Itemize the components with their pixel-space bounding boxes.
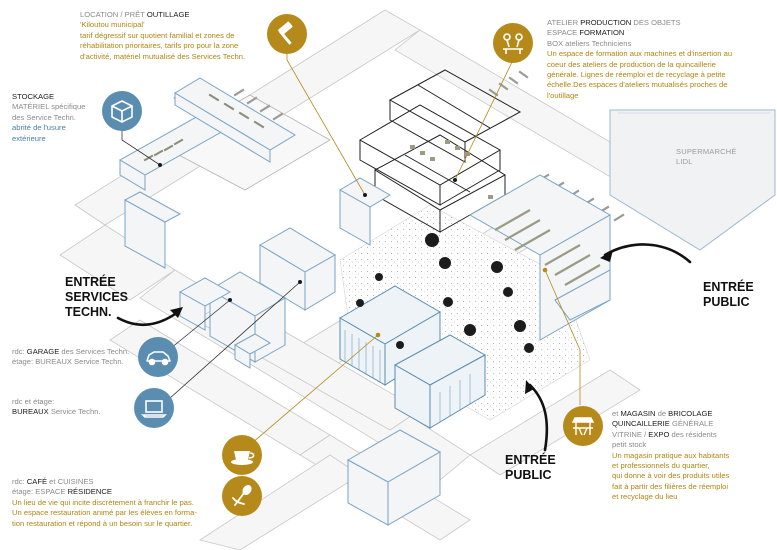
plaza-trees <box>356 233 534 353</box>
text-line: échelle.Des espaces d'ateliers mutualisé… <box>547 80 728 90</box>
text-line: générale. Lignes de réemploi et de recyc… <box>547 70 726 80</box>
text-line: et recyclage du lieu <box>612 492 678 502</box>
label-rdc: rdc: <box>12 477 27 486</box>
text-service: Service Techn. <box>48 407 101 417</box>
text-line: abrité de l'usure <box>12 123 66 133</box>
entry-label: PUBLIC <box>505 468 552 482</box>
entry-label: PUBLIC <box>703 295 750 309</box>
label-objets: DES OBJETS <box>631 18 681 27</box>
entry-label: TECHN. <box>65 305 112 319</box>
bottom-building <box>346 429 442 526</box>
middle-wing <box>339 177 391 246</box>
label-de: de <box>655 409 669 418</box>
entry-label: ENTRÉE <box>65 275 116 289</box>
label-garage: GARAGE <box>26 347 60 356</box>
label-bureaux: BUREAUX <box>12 407 49 417</box>
label-cafe: CAFÉ <box>26 477 48 486</box>
text-line: Un espace restauration animé par les élè… <box>12 508 197 518</box>
label-formation: FORMATION <box>579 28 625 38</box>
entry-label: ENTRÉE <box>505 453 556 467</box>
text-line: BOX ateliers Techniciens <box>547 38 632 48</box>
text-services: des Services Techn. <box>59 347 130 356</box>
laptop-icon <box>134 388 174 428</box>
label-generale: GÉNÉRALE <box>669 419 714 429</box>
text-line: et professionnels du quartier, <box>612 461 710 471</box>
entry-public-east: ENTRÉE PUBLIC <box>703 280 754 310</box>
label-production: PRODUCTION <box>580 18 632 27</box>
text-supermarche: SUPERMARCHÉ <box>676 147 737 156</box>
text-line: extérieure <box>12 133 46 143</box>
text-line: étage: BUREAUX Service Techn. <box>12 357 124 367</box>
spoon-icon <box>222 476 262 516</box>
text-line: réhabilitation prioritaires, tarifs pro … <box>80 41 239 51</box>
entry-label: ENTRÉE <box>703 280 754 294</box>
text-line: qui donne à voir des produits utiles <box>612 471 730 481</box>
text-line: tion restauration et répond à un besoin … <box>12 518 193 528</box>
storage-racks <box>143 93 265 162</box>
text-kiloutou: 'Kiloutou municipal' <box>80 20 145 30</box>
annotation-stockage: STOCKAGE MATÉRIEL spécifique des Service… <box>12 92 102 144</box>
annotation-garage: rdc: GARAGE des Services Techn. étage: B… <box>12 347 152 368</box>
text-line: l'outillage <box>547 90 579 100</box>
label-outillage: OUTILLAGE <box>146 10 190 19</box>
store-wing <box>468 174 612 341</box>
workshop-icon <box>493 23 533 63</box>
text-line: Un magasin pratique aux habitants <box>612 450 730 460</box>
label-residence: RÉSIDENCE <box>67 487 112 497</box>
label-espace: ESPACE <box>547 28 580 38</box>
label-atelier: ATELIER <box>547 18 581 27</box>
text-lidl: LIDL <box>676 157 693 166</box>
text-line: Un espace de formation aux machines et d… <box>547 49 733 59</box>
text-line: des Service Techn. <box>12 112 77 122</box>
text-line: petit stock <box>612 440 647 450</box>
car-icon <box>138 337 178 377</box>
entry-services-techn: ENTRÉE SERVICES TECHN. <box>65 275 128 320</box>
annotation-cafe: rdc: CAFÉ et CUISINES étage: ESPACE RÉSI… <box>12 477 242 529</box>
label-stockage: STOCKAGE <box>12 92 55 101</box>
store-shelves <box>494 209 601 286</box>
text-line: coeur des ateliers de production de la q… <box>547 59 716 69</box>
label-espace: étage: ESPACE <box>12 487 68 497</box>
label-expo: EXPO <box>648 429 670 439</box>
arrow-heads <box>170 250 613 394</box>
annotation-magasin: et MAGASIN de BRICOLAGE QUINCAILLERIE GÉ… <box>612 409 772 503</box>
leader-dots <box>158 163 548 338</box>
cafe-building <box>339 285 487 429</box>
label-supermarche: SUPERMARCHÉ LIDL <box>676 147 737 167</box>
services-buildings <box>178 227 336 369</box>
annotation-outillage: LOCATION / PRÊT OUTILLAGE 'Kiloutou muni… <box>80 10 280 62</box>
hammer-icon <box>267 14 307 54</box>
text-line: rdc et étage: <box>12 397 55 406</box>
cafe-glazing <box>344 330 471 422</box>
text-line: fait à partir des filières de réemploi <box>612 481 729 491</box>
label-cuisines: et CUISINES <box>47 477 94 486</box>
shop-stall-icon <box>563 406 603 446</box>
label-quincaillerie: QUINCAILLERIE <box>612 419 670 429</box>
label-bricolage: BRICOLAGE <box>668 409 713 418</box>
label-residents: des résidents <box>669 429 717 439</box>
entry-arrows <box>116 243 692 452</box>
text-line: Un lieu de vie qui incite discrètement à… <box>12 497 194 507</box>
label-rdc: rdc: <box>12 347 27 356</box>
text-line: MATÉRIEL spécifique <box>12 102 86 112</box>
entry-label: SERVICES <box>65 290 128 304</box>
label-et: et <box>612 409 621 418</box>
entry-public-south: ENTRÉE PUBLIC <box>505 453 556 483</box>
supermarket-building <box>609 109 776 251</box>
text-line: d'activité, matériel mutualisé des Servi… <box>80 51 246 61</box>
workshop-building <box>358 69 522 233</box>
annotation-bureaux: rdc et étage: BUREAUX Service Techn. <box>12 397 132 418</box>
cup-icon <box>222 435 262 475</box>
label-location: LOCATION / PRÊT <box>80 10 147 19</box>
box-icon <box>102 91 142 131</box>
text-line: tarif dégressif sur quotient familial et… <box>80 30 235 40</box>
label-vitrine: VITRINE / <box>612 429 649 439</box>
annotation-atelier: ATELIER PRODUCTION DES OBJETS ESPACE FOR… <box>547 18 772 101</box>
label-magasin: MAGASIN <box>620 409 656 418</box>
